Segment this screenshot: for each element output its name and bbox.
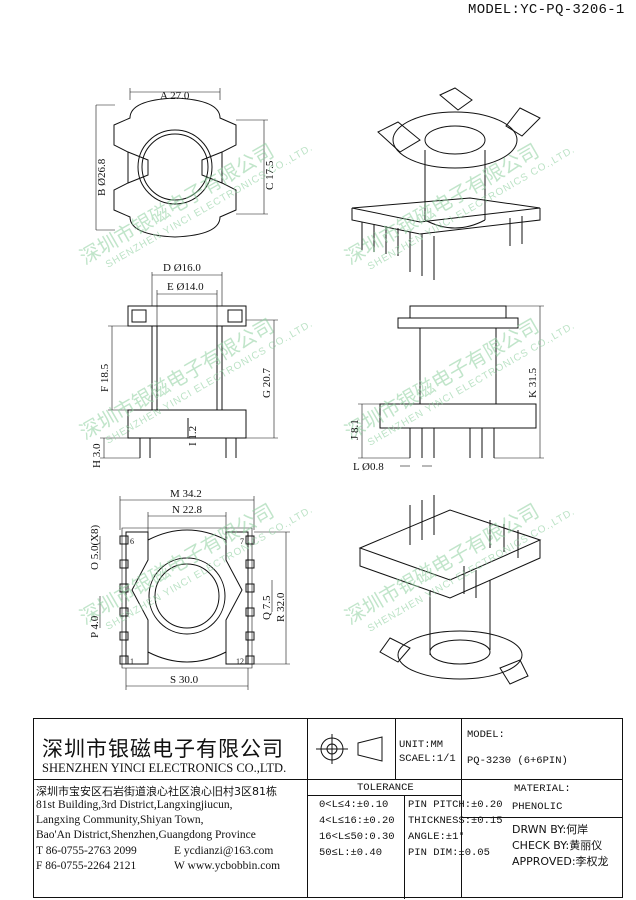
title-block: 深圳市银磁电子有限公司 SHENZHEN YINCI ELECTRONICS C… [33, 718, 623, 899]
watermark-en-4: SHENZHEN YINCI ELECTRONICS CO.,LTD. [366, 320, 577, 448]
tolerance-row-1: 0<L≤4:±0.10 [319, 799, 389, 811]
address-en-3: Bao'An District,Shenzhen,Guangdong Provi… [36, 829, 256, 841]
dim-i-label: I 1.2 [187, 426, 199, 446]
dim-c-label: C 17.5 [264, 160, 276, 190]
watermark-cn-1: 深圳市银磁电子有限公司 [76, 139, 279, 270]
tolerance-label: TOLERANCE [357, 782, 414, 794]
watermark-en-3: SHENZHEN YINCI ELECTRONICS CO.,LTD. [104, 318, 315, 446]
unit-label: UNIT:MM [399, 739, 444, 751]
projection-symbol-icon [316, 734, 383, 764]
website: W www.ycbobbin.com [174, 860, 281, 872]
email: E ycdianzi@163.com [174, 845, 274, 857]
dim-j-label: J 8.1 [349, 419, 361, 440]
dim-l-label: L Ø0.8 [353, 461, 384, 473]
top-view [113, 97, 237, 238]
angle: ANGLE:±1° [408, 831, 465, 843]
watermark-en-2: SHENZHEN YINCI ELECTRONICS CO.,LTD. [366, 144, 577, 272]
dim-p-label: P 4.0 [89, 615, 101, 638]
tolerance-row-2: 4<L≤16:±0.20 [319, 815, 395, 827]
bottom-view [119, 527, 255, 669]
dim-a-label: A 27.0 [160, 90, 190, 102]
dim-e-label: E Ø14.0 [167, 281, 204, 293]
tel: T 86-0755-2763 2099 [36, 845, 137, 857]
address-cn: 深圳市宝安区石岩街道浪心社区浪心旧村3区81栋 [36, 785, 277, 798]
pin-pitch: PIN PITCH:±0.20 [408, 799, 503, 811]
tolerance-row-3: 16<L≤50:0.30 [319, 831, 395, 843]
thickness: THICKNESS:±0.15 [408, 815, 503, 827]
dim-n-label: N 22.8 [172, 504, 202, 516]
model-label: MODEL: [467, 729, 505, 741]
approved-by: APPROVED:李权龙 [512, 855, 609, 868]
dim-r-label: R 32.0 [275, 592, 287, 622]
address-en-2: Langxing Community,Shiyan Town, [36, 814, 204, 826]
dim-q-label: Q 7.5 [261, 595, 273, 620]
pin-1-label: 1 [130, 657, 134, 666]
model-value: PQ-3230 (6+6PIN) [467, 755, 568, 767]
address-en-1: 81st Building,3rd District,Langxingjiucu… [36, 799, 233, 811]
side-view [379, 305, 537, 458]
isometric-view-top [351, 87, 541, 280]
front-view [127, 305, 247, 458]
dim-f-label: F 18.5 [99, 363, 111, 392]
dim-s-label: S 30.0 [170, 674, 199, 686]
dim-g-label: G 20.7 [261, 368, 273, 398]
dim-m-label: M 34.2 [170, 488, 202, 500]
pin-12-label: 12 [236, 657, 244, 666]
watermark-en-1: SHENZHEN YINCI ELECTRONICS CO.,LTD. [104, 142, 315, 270]
pin-6-label: 6 [130, 537, 134, 546]
dim-k-label: K 31.5 [527, 368, 539, 398]
model-title: MODEL:YC-PQ-3206-1 [468, 2, 625, 18]
tolerance-row-4: 50≤L:±0.40 [319, 847, 383, 859]
watermark-group: 深圳市银磁电子有限公司 SHENZHEN YINCI ELECTRONICS C… [76, 139, 578, 635]
technical-drawing: 深圳市银磁电子有限公司 SHENZHEN YINCI ELECTRONICS C… [76, 87, 578, 690]
material-label: MATERIAL: [514, 783, 571, 795]
company-name-en: SHENZHEN YINCI ELECTRONICS CO.,LTD. [42, 761, 287, 775]
company-name-cn: 深圳市银磁电子有限公司 [42, 737, 284, 761]
pin-7-label: 7 [240, 537, 244, 546]
watermark-cn-4: 深圳市银磁电子有限公司 [341, 314, 544, 445]
check-by: CHECK BY:黄丽仪 [512, 839, 603, 852]
dim-o-label: O 5.0(X8) [89, 524, 101, 570]
material-value: PHENOLIC [512, 801, 563, 813]
pin-dim: PIN DIM:±0.05 [408, 847, 490, 859]
drawn-by: DRWN BY:何岸 [512, 823, 589, 836]
isometric-view-bottom [358, 495, 542, 685]
watermark-en-6: SHENZHEN YINCI ELECTRONICS CO.,LTD. [366, 506, 577, 634]
dim-b-label: B Ø26.8 [96, 158, 108, 196]
dim-h-label: H 3.0 [91, 443, 103, 468]
watermark-cn-6: 深圳市银磁电子有限公司 [341, 499, 544, 630]
fax: F 86-0755-2264 2121 [36, 860, 137, 872]
scale-label: SCAEL:1/1 [399, 753, 456, 765]
dim-d-label: D Ø16.0 [163, 262, 201, 274]
